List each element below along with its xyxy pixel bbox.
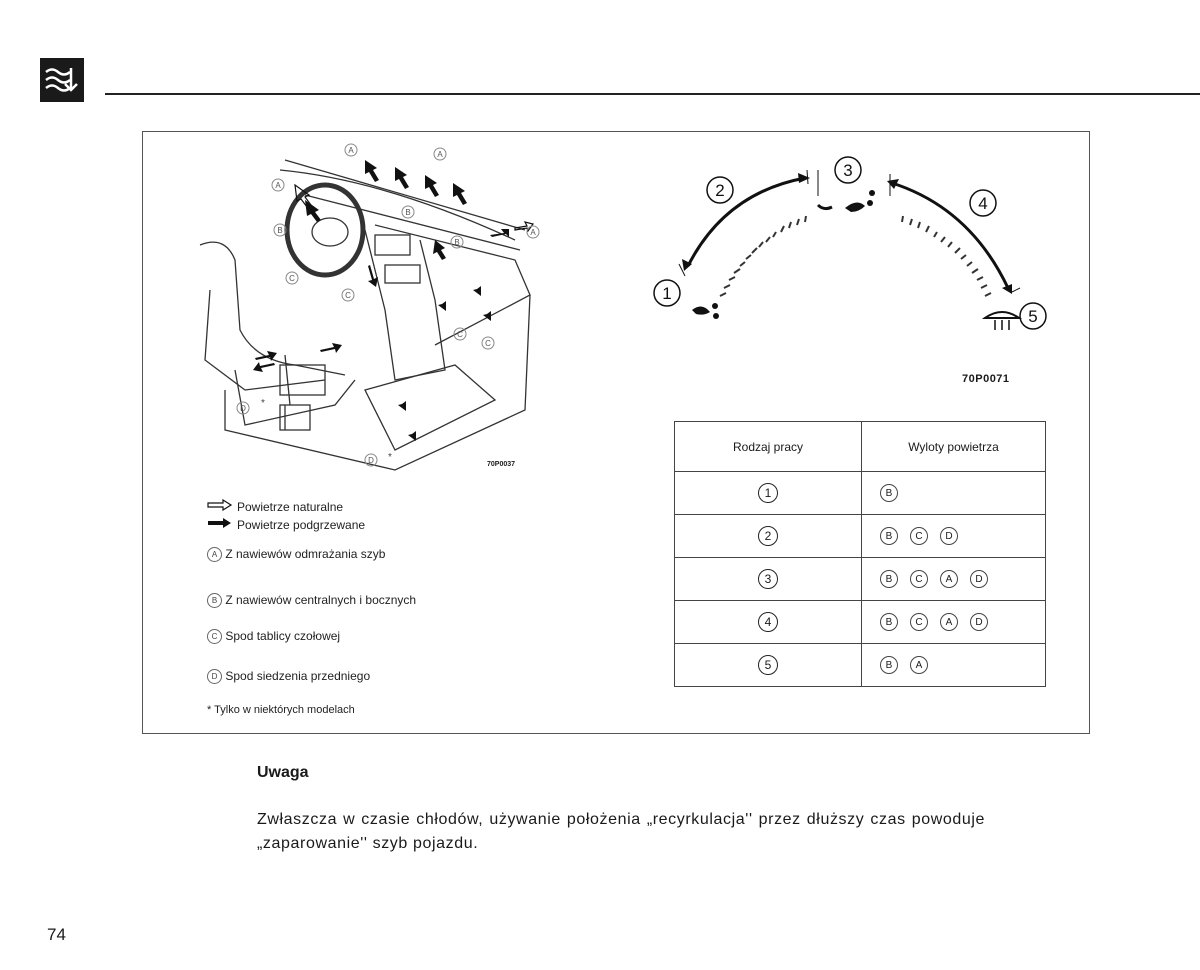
figure-code-right: 70P0071: [962, 373, 1010, 385]
note-title: Uwaga: [257, 764, 309, 781]
star-bottom: *: [388, 452, 392, 463]
legend-key-d: D: [207, 669, 222, 685]
outlet-label: B: [880, 656, 898, 674]
legend-text-c: Spod tablicy czołowej: [225, 629, 341, 643]
dial-position-4: 4: [978, 194, 987, 213]
marker-a-left: A: [275, 181, 281, 190]
dial-position-5: 5: [1028, 307, 1037, 326]
legend-item-c: C Spod tablicy czołowej: [207, 629, 341, 645]
marker-d-bottom: D: [368, 456, 374, 465]
legend-natural: Powietrze naturalne: [207, 498, 344, 514]
legend-item-d: D Spod siedzenia przedniego: [207, 669, 371, 685]
marker-d-left: D: [240, 404, 246, 413]
legend-item-b: B Z nawiewów centralnych i bocznych: [207, 593, 417, 609]
outlet-label: D: [970, 570, 988, 588]
marker-b-center: B: [405, 208, 410, 217]
marker-c-right: C: [457, 330, 463, 339]
legend-key-b: B: [207, 593, 222, 609]
outlet-label: D: [940, 527, 958, 545]
mode-number: 4: [758, 612, 778, 632]
marker-a-top: A: [348, 146, 354, 155]
marker-a-right: A: [530, 228, 536, 237]
marker-c-far-right: C: [485, 339, 491, 348]
outlet-label: B: [880, 613, 898, 631]
header-mode: Rodzaj pracy: [674, 421, 862, 472]
dial-position-1: 1: [662, 284, 671, 303]
outlet-label: A: [940, 613, 958, 631]
outlet-label: C: [910, 570, 928, 588]
ventilation-icon: [40, 58, 84, 102]
outlet-label: A: [910, 656, 928, 674]
page-number: 74: [47, 925, 66, 944]
mode-dial-illustration: 1 2 3 4 5: [653, 156, 1047, 330]
outlet-label: C: [910, 613, 928, 631]
mode-number: 2: [758, 526, 778, 546]
legend-natural-label: Powietrze naturalne: [237, 500, 344, 514]
mode-number: 5: [758, 655, 778, 675]
figure-frame: [142, 131, 1090, 734]
outlet-label: D: [970, 613, 988, 631]
note-body: Zwłaszcza w czasie chłodów, używanie poł…: [257, 811, 985, 852]
legend-text-a: Z nawiewów odmrażania szyb: [225, 547, 386, 561]
car-interior-illustration: A A A A B B B C C C C D D * *: [199, 143, 540, 471]
table-row: 1 B: [674, 471, 1046, 515]
star-left: *: [261, 398, 265, 409]
outlet-label: B: [880, 527, 898, 545]
mode-number: 1: [758, 483, 778, 503]
legend-heated: Powietrze podgrzewane: [207, 517, 365, 532]
figure-code-left: 70P0037: [487, 461, 516, 468]
header-outlets: Wyloty powietrza: [861, 421, 1046, 472]
marker-b-right: B: [454, 238, 459, 247]
legend-key-c: C: [207, 629, 222, 645]
dial-position-2: 2: [715, 181, 724, 200]
legend-text-d: Spod siedzenia przedniego: [225, 669, 371, 683]
outlet-label: C: [910, 527, 928, 545]
legend-text-b: Z nawiewów centralnych i bocznych: [225, 593, 417, 607]
marker-b-left: B: [277, 226, 282, 235]
legend-heated-label: Powietrze podgrzewane: [237, 518, 366, 532]
legend-item-a: A Z nawiewów odmrażania szyb: [207, 547, 386, 563]
outlet-label: B: [880, 484, 898, 502]
legend-key-a: A: [207, 547, 222, 563]
outlet-label: A: [940, 570, 958, 588]
natural-air-arrow-icon: [207, 498, 233, 512]
marker-c-center: C: [345, 291, 351, 300]
outlet-label: B: [880, 570, 898, 588]
dial-position-3: 3: [843, 161, 852, 180]
heated-air-arrow-icon: [208, 518, 231, 528]
marker-c-left: C: [289, 274, 295, 283]
mode-number: 3: [758, 569, 778, 589]
header-rule: [105, 93, 1200, 95]
marker-a-top-right: A: [437, 150, 443, 159]
legend-footnote: * Tylko w niektórych modelach: [207, 704, 355, 716]
